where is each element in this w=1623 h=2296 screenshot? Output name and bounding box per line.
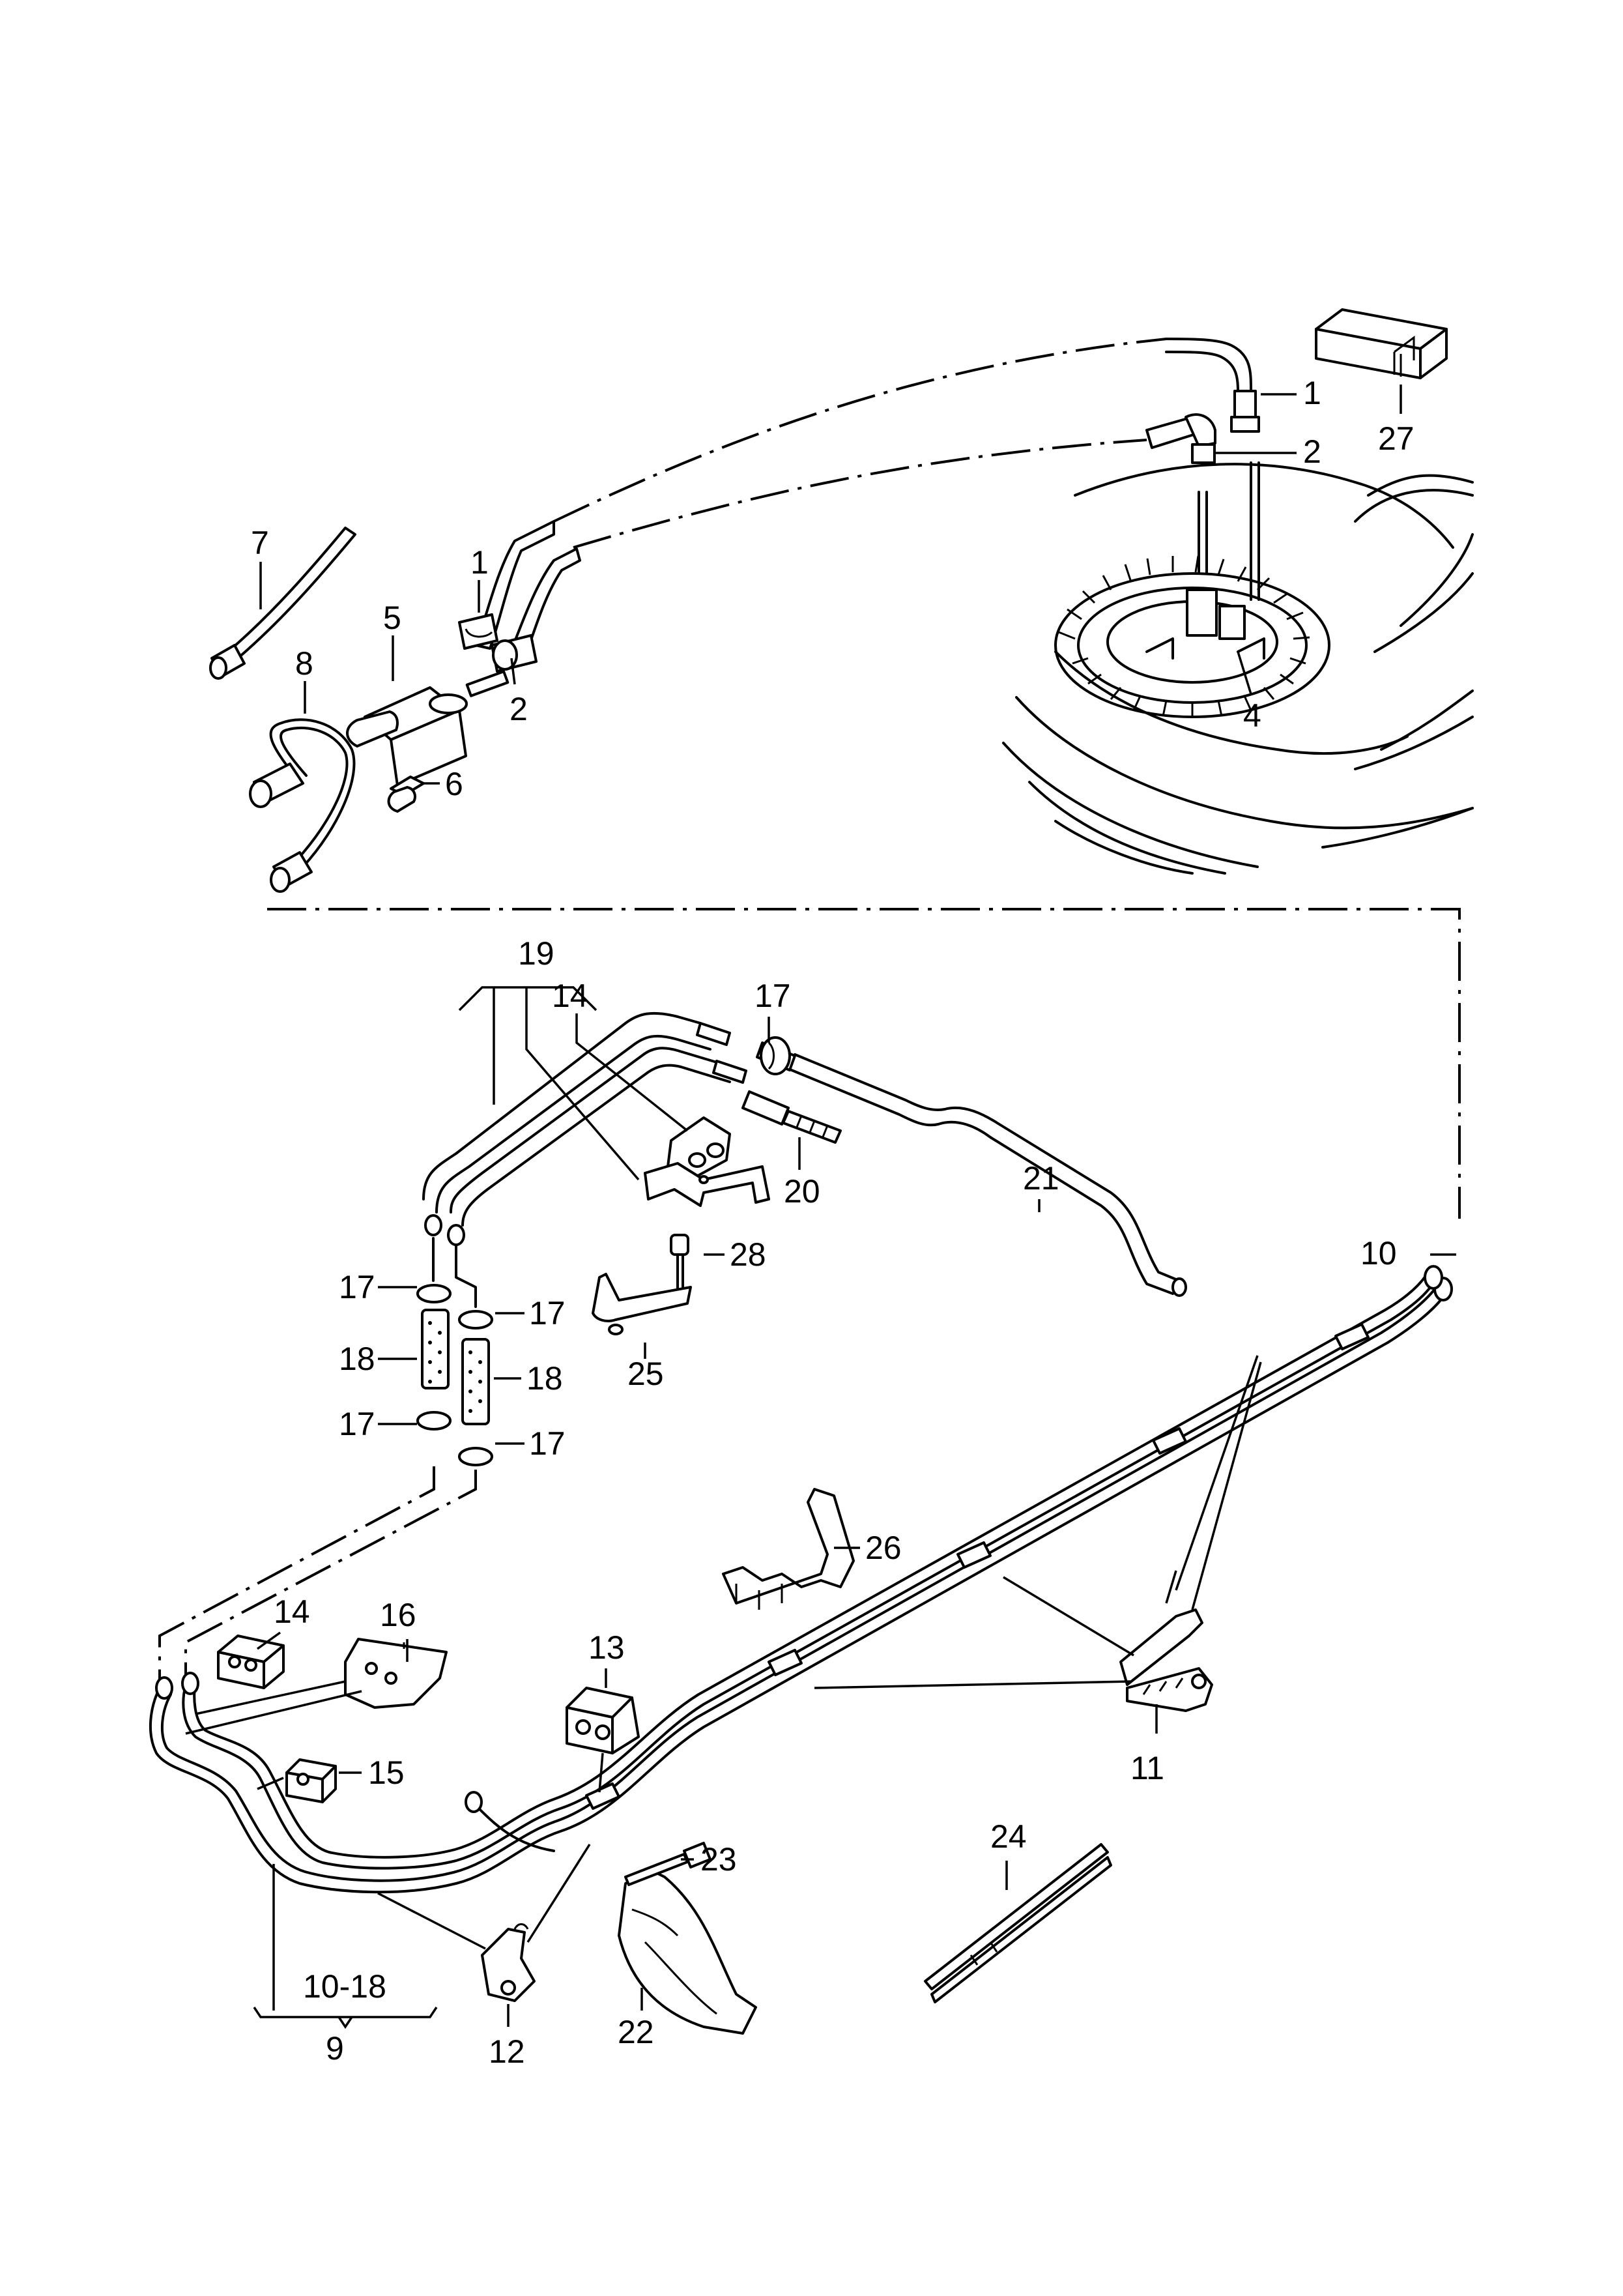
bolt-part-6 [387,776,425,813]
callout-14-upper: 14 [552,978,588,1014]
bracket [644,1162,770,1207]
callout-18-left: 18 [339,1341,375,1377]
bolt-part-23 [624,1842,711,1886]
hose [507,547,581,660]
callout-26: 26 [865,1530,902,1566]
fuel-pump-control-unit [1315,308,1448,379]
connector-part-2-top [1145,413,1216,464]
strip-part-24 [924,1843,1112,2003]
fuel-line-route [553,338,1167,523]
callout-18-right: 18 [526,1360,563,1397]
callout-10: 10 [1360,1235,1397,1272]
clamp-part-13 [566,1687,640,1754]
callout-5: 5 [383,600,401,636]
callout-9: 9 [326,2030,344,2067]
callout-25: 25 [627,1356,664,1392]
fuel-pump-sender [1054,461,1330,718]
callout-1-top: 1 [1303,375,1321,411]
callout-17-d: 17 [529,1425,566,1462]
callout-23: 23 [700,1841,737,1878]
fuel-tank [1002,463,1474,875]
fuel-pipe-part-7 [209,527,356,680]
callout-24: 24 [990,1818,1027,1855]
hose-part-18-left [421,1309,450,1389]
callout-17-c: 17 [339,1406,375,1442]
callout-17-b: 17 [529,1295,566,1331]
callout-7: 7 [251,525,269,561]
connector-part-20 [741,1090,842,1144]
fuel-line-route [573,439,1147,549]
callout-28: 28 [730,1236,766,1273]
callout-16: 16 [380,1597,416,1633]
route-connector [184,1470,477,1678]
fuel-pipe-part-21 [756,1041,1187,1297]
clamp-part-14-lower [217,1635,285,1689]
callout-2-filter: 2 [510,691,528,727]
callout-labels: 1 1 2 2 4 5 6 7 8 9 10 10-18 11 12 13 14… [251,375,1415,2070]
clip-part-12 [481,1923,536,2002]
callout-6: 6 [445,766,463,802]
fuel-pipe-part-8 [249,718,356,893]
fuel-pipe [474,1804,555,1852]
pipe-clips-part-11 [585,1323,1370,1810]
clamp-part-15 [285,1758,337,1803]
clip-bracket-part-11 [1119,1608,1213,1712]
fuel-filter [346,670,510,787]
callout-17-a: 17 [339,1269,375,1305]
callout-4: 4 [1243,697,1261,734]
fuel-pipe-bundle-part-9 [149,1265,1453,1894]
bracket-part-16 [344,1638,448,1709]
pipe-connector [465,1791,483,1813]
clamp-part-1 [458,613,498,650]
clip-part-26 [722,1488,855,1610]
callout-19: 19 [518,935,554,972]
callout-17-top: 17 [754,978,791,1014]
fuel-pipe-bundle-part-19 [422,1011,747,1246]
callout-13: 13 [588,1629,625,1666]
leader-lines [185,385,1456,2029]
connector-part-1-top [1165,338,1260,433]
clamp-part-2 [491,634,538,673]
clip-part-17 [760,1036,791,1075]
callout-10-18: 10-18 [303,1968,386,2005]
callout-8: 8 [295,645,313,682]
hose [474,520,555,650]
callout-11: 11 [1130,1750,1164,1786]
hose-clips-part-17 [416,1237,493,1466]
callout-15: 15 [368,1754,405,1791]
callout-14-lower: 14 [274,1593,310,1630]
route-connector [267,908,1461,1219]
callout-27: 27 [1378,420,1415,457]
route-connector [158,1466,435,1681]
callout-12: 12 [489,2033,525,2070]
heat-shield-part-22 [618,1869,757,2035]
callout-20: 20 [784,1173,820,1210]
hose-part-18-right [461,1338,490,1425]
callout-2-top: 2 [1303,433,1321,470]
callout-1-filter: 1 [470,544,489,581]
bracket-part-25 [592,1273,692,1335]
callout-21: 21 [1023,1160,1059,1197]
callout-22: 22 [618,2014,654,2050]
